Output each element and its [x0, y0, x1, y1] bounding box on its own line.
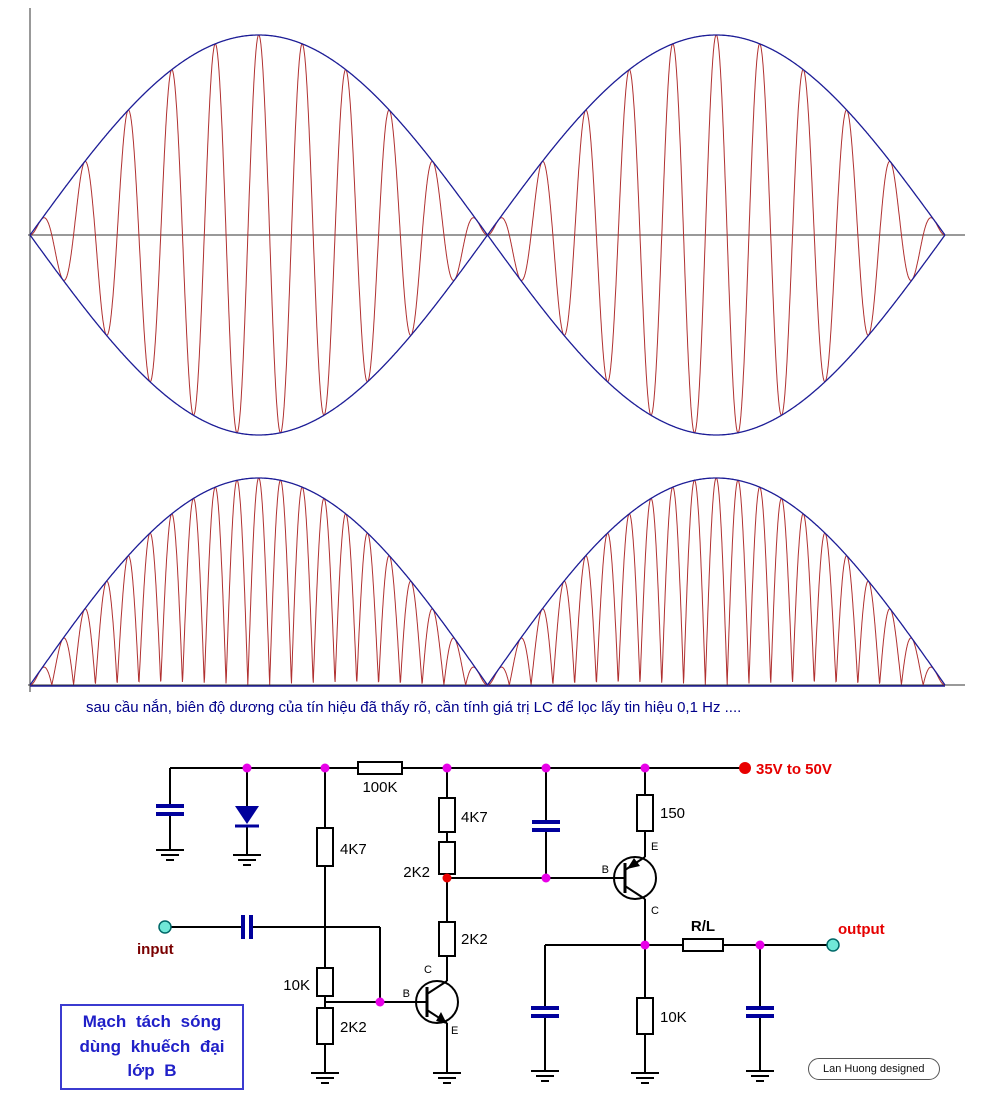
- transistor-q2: [613, 856, 657, 900]
- ground-icon: [433, 1072, 461, 1084]
- input-terminal: [158, 920, 172, 934]
- capacitor-filter-left: [156, 804, 184, 816]
- ground-icon: [156, 849, 184, 861]
- resistor-10k-bias: [316, 967, 334, 997]
- label-rl: R/L: [691, 918, 715, 935]
- node-dot-red: [442, 873, 452, 883]
- circuit-title-box: Mạch tách sóng dùng khuếch đại lớp B: [60, 1004, 244, 1090]
- ground-icon: [631, 1072, 659, 1084]
- resistor-100k: [357, 761, 403, 775]
- label-r2k2-upper: 2K2: [403, 864, 430, 881]
- supply-label: 35V to 50V: [756, 761, 832, 778]
- junction-dots: [242, 763, 765, 1007]
- capacitor-bypass-mid: [532, 820, 560, 832]
- label-r10k-bias: 10K: [283, 977, 310, 994]
- plot1-envelope-top: [29, 34, 946, 237]
- transistor-q1: [415, 980, 459, 1024]
- q2-pin-c: C: [651, 905, 659, 917]
- plot2-rectified-wave: [30, 477, 945, 686]
- capacitor-input-coupling: [241, 915, 253, 939]
- q1-pin-b: B: [403, 988, 410, 1000]
- capacitors: [156, 804, 774, 1018]
- label-r100k: 100K: [362, 779, 397, 796]
- ground-symbols: [156, 849, 774, 1084]
- label-r4k7-bias: 4K7: [340, 841, 367, 858]
- q2-pin-b: B: [602, 864, 609, 876]
- label-r4k7-load: 4K7: [461, 809, 488, 826]
- circuit-wires: [169, 767, 827, 1073]
- output-label: output: [838, 921, 885, 938]
- credit-badge: Lan Huong designed: [808, 1058, 940, 1080]
- label-r2k2-collector: 2K2: [461, 931, 488, 948]
- resistor-4k7-load: [438, 797, 456, 833]
- q1-emitter-arrow: [436, 1012, 447, 1024]
- title-line-2: dùng khuếch đại: [79, 1036, 225, 1056]
- ground-icon: [233, 854, 261, 866]
- resistor-150: [636, 794, 654, 832]
- label-r2k2-emitter: 2K2: [340, 1019, 367, 1036]
- q2-pin-e: E: [651, 841, 658, 853]
- resistors: [316, 761, 724, 1045]
- resistor-2k2-emitter: [316, 1007, 334, 1045]
- label-r150: 150: [660, 805, 685, 822]
- output-terminal: [826, 938, 840, 952]
- circuit-schematic: 100K 4K7 4K7 2K2 2K2 150 10K 2K2 10K R/L…: [137, 761, 885, 1084]
- plot2-envelope: [29, 477, 946, 687]
- title-line-3: lớp B: [127, 1061, 177, 1081]
- capacitor-output-left: [531, 1006, 559, 1018]
- input-label: input: [137, 941, 174, 958]
- q1-pin-c: C: [424, 964, 432, 976]
- plot1-carrier-wave: [30, 34, 945, 434]
- resistor-rl: [682, 938, 724, 952]
- diode: [235, 806, 259, 828]
- resistor-2k2-upper: [438, 841, 456, 875]
- resistor-4k7-bias: [316, 827, 334, 867]
- ground-icon: [531, 1070, 559, 1082]
- title-line-1: Mạch tách sóng: [82, 1012, 222, 1032]
- ground-icon: [311, 1072, 339, 1084]
- resistor-2k2-collector: [438, 921, 456, 957]
- q1-pin-e: E: [451, 1025, 458, 1037]
- q2-emitter-arrow: [627, 858, 640, 869]
- caption-text: sau cầu nắn, biên độ dương của tín hiệu …: [86, 699, 742, 716]
- supply-terminal-dot: [739, 762, 751, 774]
- waveform-plots: [28, 8, 965, 692]
- label-r10k-out: 10K: [660, 1009, 687, 1026]
- plot1-envelope-bottom: [29, 233, 946, 436]
- diode-triangle: [235, 806, 259, 824]
- resistor-10k-out: [636, 997, 654, 1035]
- capacitor-output-right: [746, 1006, 774, 1018]
- ground-icon: [746, 1070, 774, 1082]
